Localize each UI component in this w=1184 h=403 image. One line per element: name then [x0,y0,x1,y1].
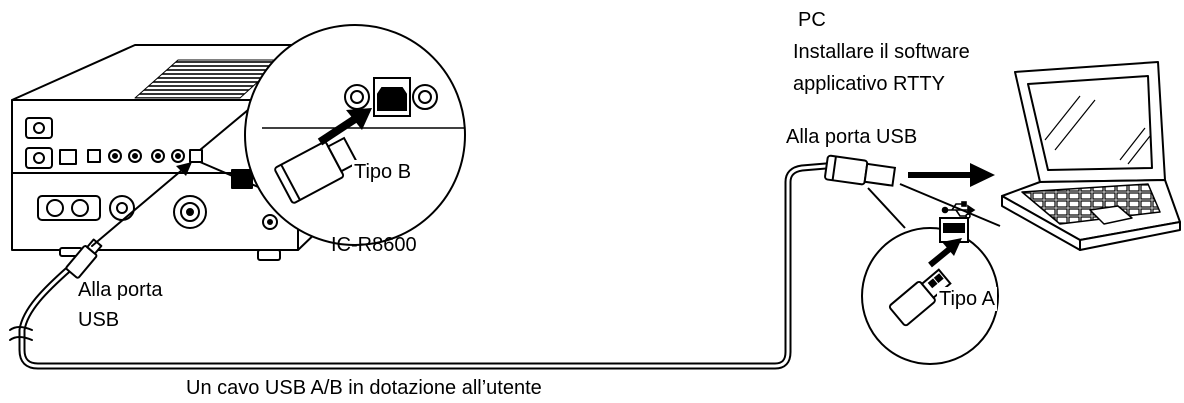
usb-port-radio-label-line2: USB [78,309,120,331]
type-b-cable-plug [65,238,103,279]
receiver-usb-port [189,149,203,163]
receiver-port-zoom [199,24,466,246]
tipo-b-label: Tipo B [352,160,414,184]
arrow-to-pc [908,163,995,187]
type-a-plug [888,268,952,327]
usb-icon [941,201,976,219]
cable-caption: Un cavo USB A/B in dotazione all’utente [186,377,542,399]
type-b-plug [274,136,359,204]
type-a-cable-plug [824,154,897,187]
software-instruction-line1: Installare il software [793,41,970,63]
usb-port-radio-label-line1: Alla porta [78,279,163,301]
laptop [1001,61,1181,251]
usb-cable [9,162,830,370]
pc-port-zoom [861,183,1001,365]
model-label: IC-R8600 [331,234,417,256]
rear-connectors [25,117,278,230]
tipo-a-label: Tipo A [937,287,997,311]
usb-port-pc-label: Alla porta USB [786,126,918,148]
laptop-screen [1027,75,1153,171]
pc-label: PC [798,9,826,31]
software-instruction-line2: applicativo RTTY [793,73,945,95]
